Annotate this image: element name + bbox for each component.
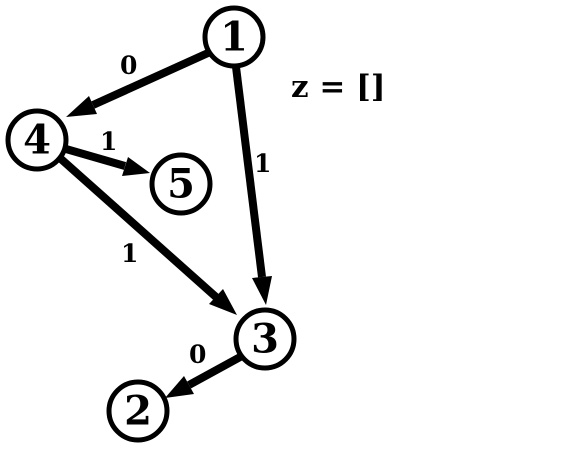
node-4-label: 4 [23,117,51,164]
edge-1-3-arrowhead [252,276,272,305]
edge-3-2-line [187,352,244,389]
z-state-label: z = [] [291,69,386,105]
node-4[interactable]: 4 [5,108,69,172]
edge-1-3 [232,66,272,305]
edge-weight-1-3: 1 [254,149,271,178]
edge-1-4-arrowhead [66,96,97,117]
edge-4-3-arrowhead [209,289,237,315]
node-2-label: 2 [124,388,152,435]
edge-1-4-line [91,49,210,109]
edge-4-5-arrowhead [122,157,150,176]
node-5[interactable]: 5 [149,152,213,216]
edge-4-3 [58,156,237,315]
edge-weight-4-3: 1 [121,239,138,268]
edge-1-3-line [232,66,266,278]
node-2-circle [106,379,170,443]
node-3-circle [233,307,297,371]
edge-4-5-line [64,145,127,170]
node-1[interactable]: 1 [202,5,266,69]
node-4-circle [5,108,69,172]
edge-weight-1-4: 0 [120,51,137,80]
node-1-label: 1 [220,14,248,61]
edge-3-2 [165,352,244,398]
node-5-label: 5 [167,161,195,208]
edge-weight-3-2: 0 [189,340,206,369]
edge-1-4 [66,49,210,117]
edge-weight-4-5: 1 [100,127,117,156]
node-3[interactable]: 3 [233,307,297,371]
node-5-circle [149,152,213,216]
edge-4-3-line [58,156,219,300]
node-2[interactable]: 2 [106,379,170,443]
node-1-circle [202,5,266,69]
edge-3-2-arrowhead [165,376,194,398]
node-3-label: 3 [251,316,279,363]
edge-4-5 [64,145,150,176]
